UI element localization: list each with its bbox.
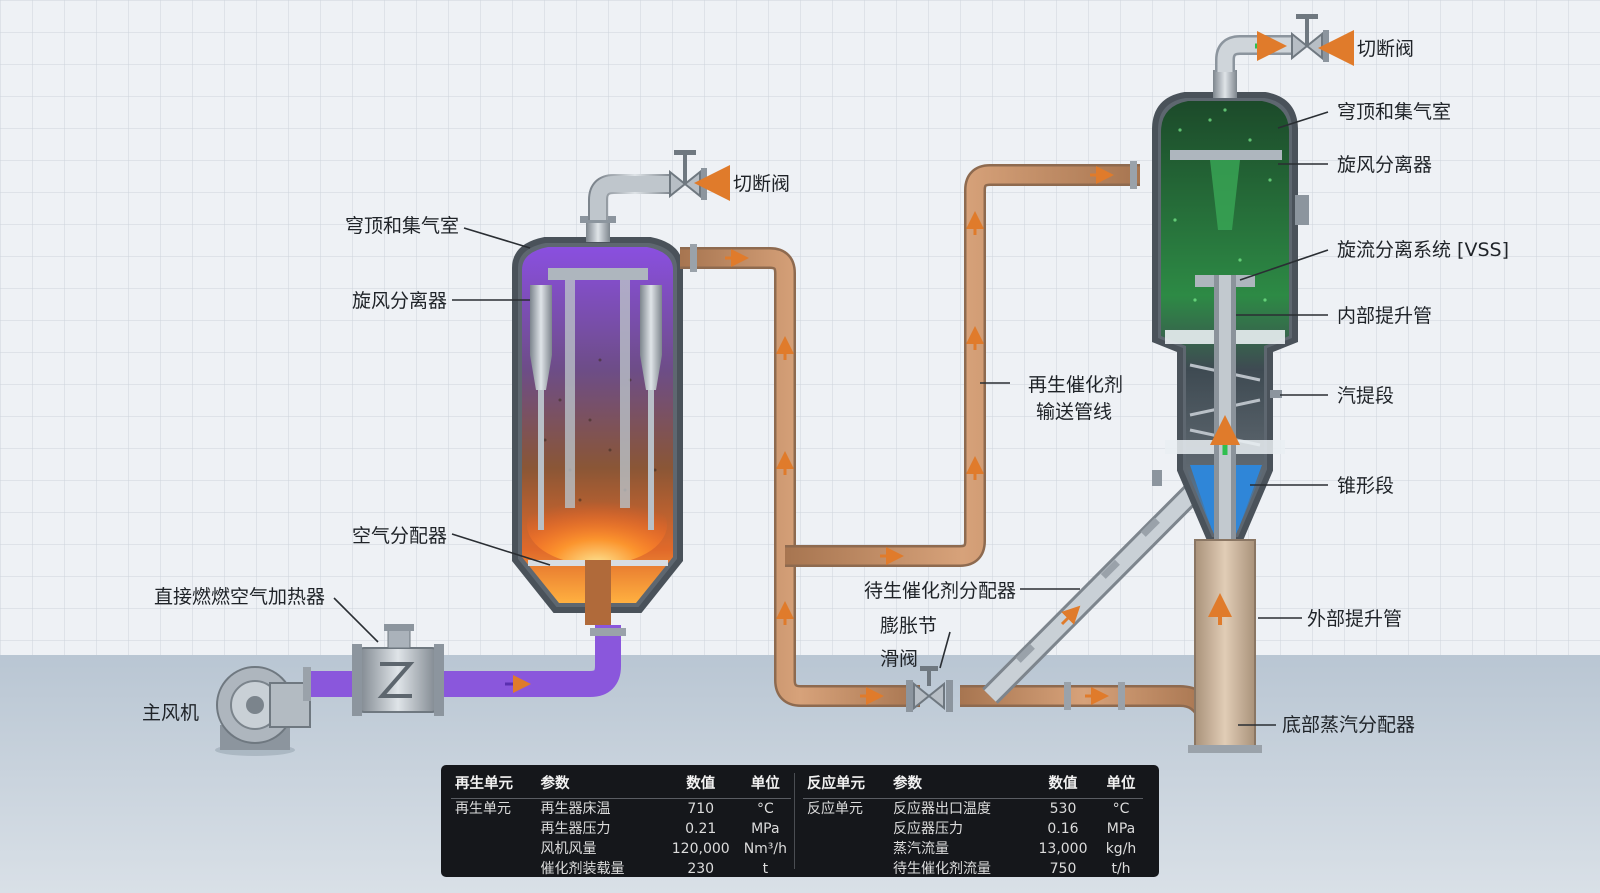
header-param: 参数 xyxy=(537,770,662,799)
table-row: 再生器压力 0.21 MPa xyxy=(451,819,791,839)
label-spent-distributor: 待生催化剂分配器 xyxy=(864,580,1016,602)
table-row: 风机风量 120,000 Nm³/h xyxy=(451,839,791,859)
label-expansion-joint: 膨胀节 xyxy=(880,615,937,637)
row-param: 风机风量 xyxy=(537,839,662,859)
header-value: 数值 xyxy=(662,770,740,799)
table-row: 催化剂装载量 230 t xyxy=(451,859,791,879)
header-unit-of-measure: 单位 xyxy=(740,770,791,799)
row-unit: 再生单元 xyxy=(451,799,537,820)
row-value: 710 xyxy=(662,799,740,820)
row-unit-of-measure: °C xyxy=(1099,799,1143,820)
row-value: 0.21 xyxy=(662,819,740,839)
row-value: 13,000 xyxy=(1027,839,1099,859)
label-transfer-line-2: 输送管线 xyxy=(1036,401,1112,423)
label-main-blower: 主风机 xyxy=(142,702,199,724)
row-value: 230 xyxy=(662,859,740,879)
label-bottom-steam: 底部蒸汽分配器 xyxy=(1282,714,1415,736)
row-unit-of-measure: t xyxy=(740,859,791,879)
label-valve-left: 切断阀 xyxy=(733,173,790,195)
row-param: 待生催化剂流量 xyxy=(889,859,1027,879)
label-slide-valve: 滑阀 xyxy=(880,648,918,670)
row-unit-of-measure: kg/h xyxy=(1099,839,1143,859)
header-unit: 再生单元 xyxy=(451,770,537,799)
label-valve-right: 切断阀 xyxy=(1357,38,1414,60)
header-value: 数值 xyxy=(1027,770,1099,799)
row-unit-of-measure: Nm³/h xyxy=(740,839,791,859)
row-param: 再生器床温 xyxy=(537,799,662,820)
label-direct-heater: 直接燃燃空气加热器 xyxy=(154,586,325,608)
header-param: 参数 xyxy=(889,770,1027,799)
label-internal-riser: 内部提升管 xyxy=(1337,305,1432,327)
label-cyclone-right: 旋风分离器 xyxy=(1337,154,1432,176)
row-unit-of-measure: °C xyxy=(740,799,791,820)
label-dome-left: 穹顶和集气室 xyxy=(345,215,459,237)
row-unit-of-measure: MPa xyxy=(740,819,791,839)
row-param: 再生器压力 xyxy=(537,819,662,839)
table-row: 再生单元 再生器床温 710 °C xyxy=(451,799,791,820)
external-riser xyxy=(1188,540,1262,753)
label-cone: 锥形段 xyxy=(1337,475,1394,497)
label-dome-right: 穹顶和集气室 xyxy=(1337,101,1451,123)
regenerator-vessel xyxy=(515,216,680,625)
header-unit-of-measure: 单位 xyxy=(1099,770,1143,799)
table-row: 蒸汽流量 13,000 kg/h xyxy=(803,839,1143,859)
label-vss: 旋流分离系统 [VSS] xyxy=(1337,239,1509,261)
label-stripper: 汽提段 xyxy=(1337,385,1394,407)
row-value: 0.16 xyxy=(1027,819,1099,839)
row-unit-of-measure: t/h xyxy=(1099,859,1143,879)
label-external-riser: 外部提升管 xyxy=(1307,608,1402,630)
row-value: 750 xyxy=(1027,859,1099,879)
row-value: 530 xyxy=(1027,799,1099,820)
table-row: 反应器压力 0.16 MPa xyxy=(803,819,1143,839)
row-param: 催化剂装载量 xyxy=(537,859,662,879)
label-air-distributor: 空气分配器 xyxy=(352,525,447,547)
header-unit: 反应单元 xyxy=(803,770,889,799)
table-row: 待生催化剂流量 750 t/h xyxy=(803,859,1143,879)
table-row: 反应单元 反应器出口温度 530 °C xyxy=(803,799,1143,820)
row-param: 反应器出口温度 xyxy=(889,799,1027,820)
label-transfer-line-1: 再生催化剂 xyxy=(1028,374,1123,396)
row-unit-of-measure: MPa xyxy=(1099,819,1143,839)
row-value: 120,000 xyxy=(662,839,740,859)
row-param: 反应器压力 xyxy=(889,819,1027,839)
regenerator-parameter-table: 再生单元 参数 数值 单位 再生单元 再生器床温 710 °C 再生器压力 0.… xyxy=(451,770,791,879)
row-param: 蒸汽流量 xyxy=(889,839,1027,859)
table-divider xyxy=(794,773,795,869)
label-cyclone-left: 旋风分离器 xyxy=(352,290,447,312)
reactor-parameter-table: 反应单元 参数 数值 单位 反应单元 反应器出口温度 530 °C 反应器压力 … xyxy=(803,770,1143,879)
row-unit: 反应单元 xyxy=(803,799,889,820)
parameter-table: 再生单元 参数 数值 单位 再生单元 再生器床温 710 °C 再生器压力 0.… xyxy=(441,765,1159,877)
